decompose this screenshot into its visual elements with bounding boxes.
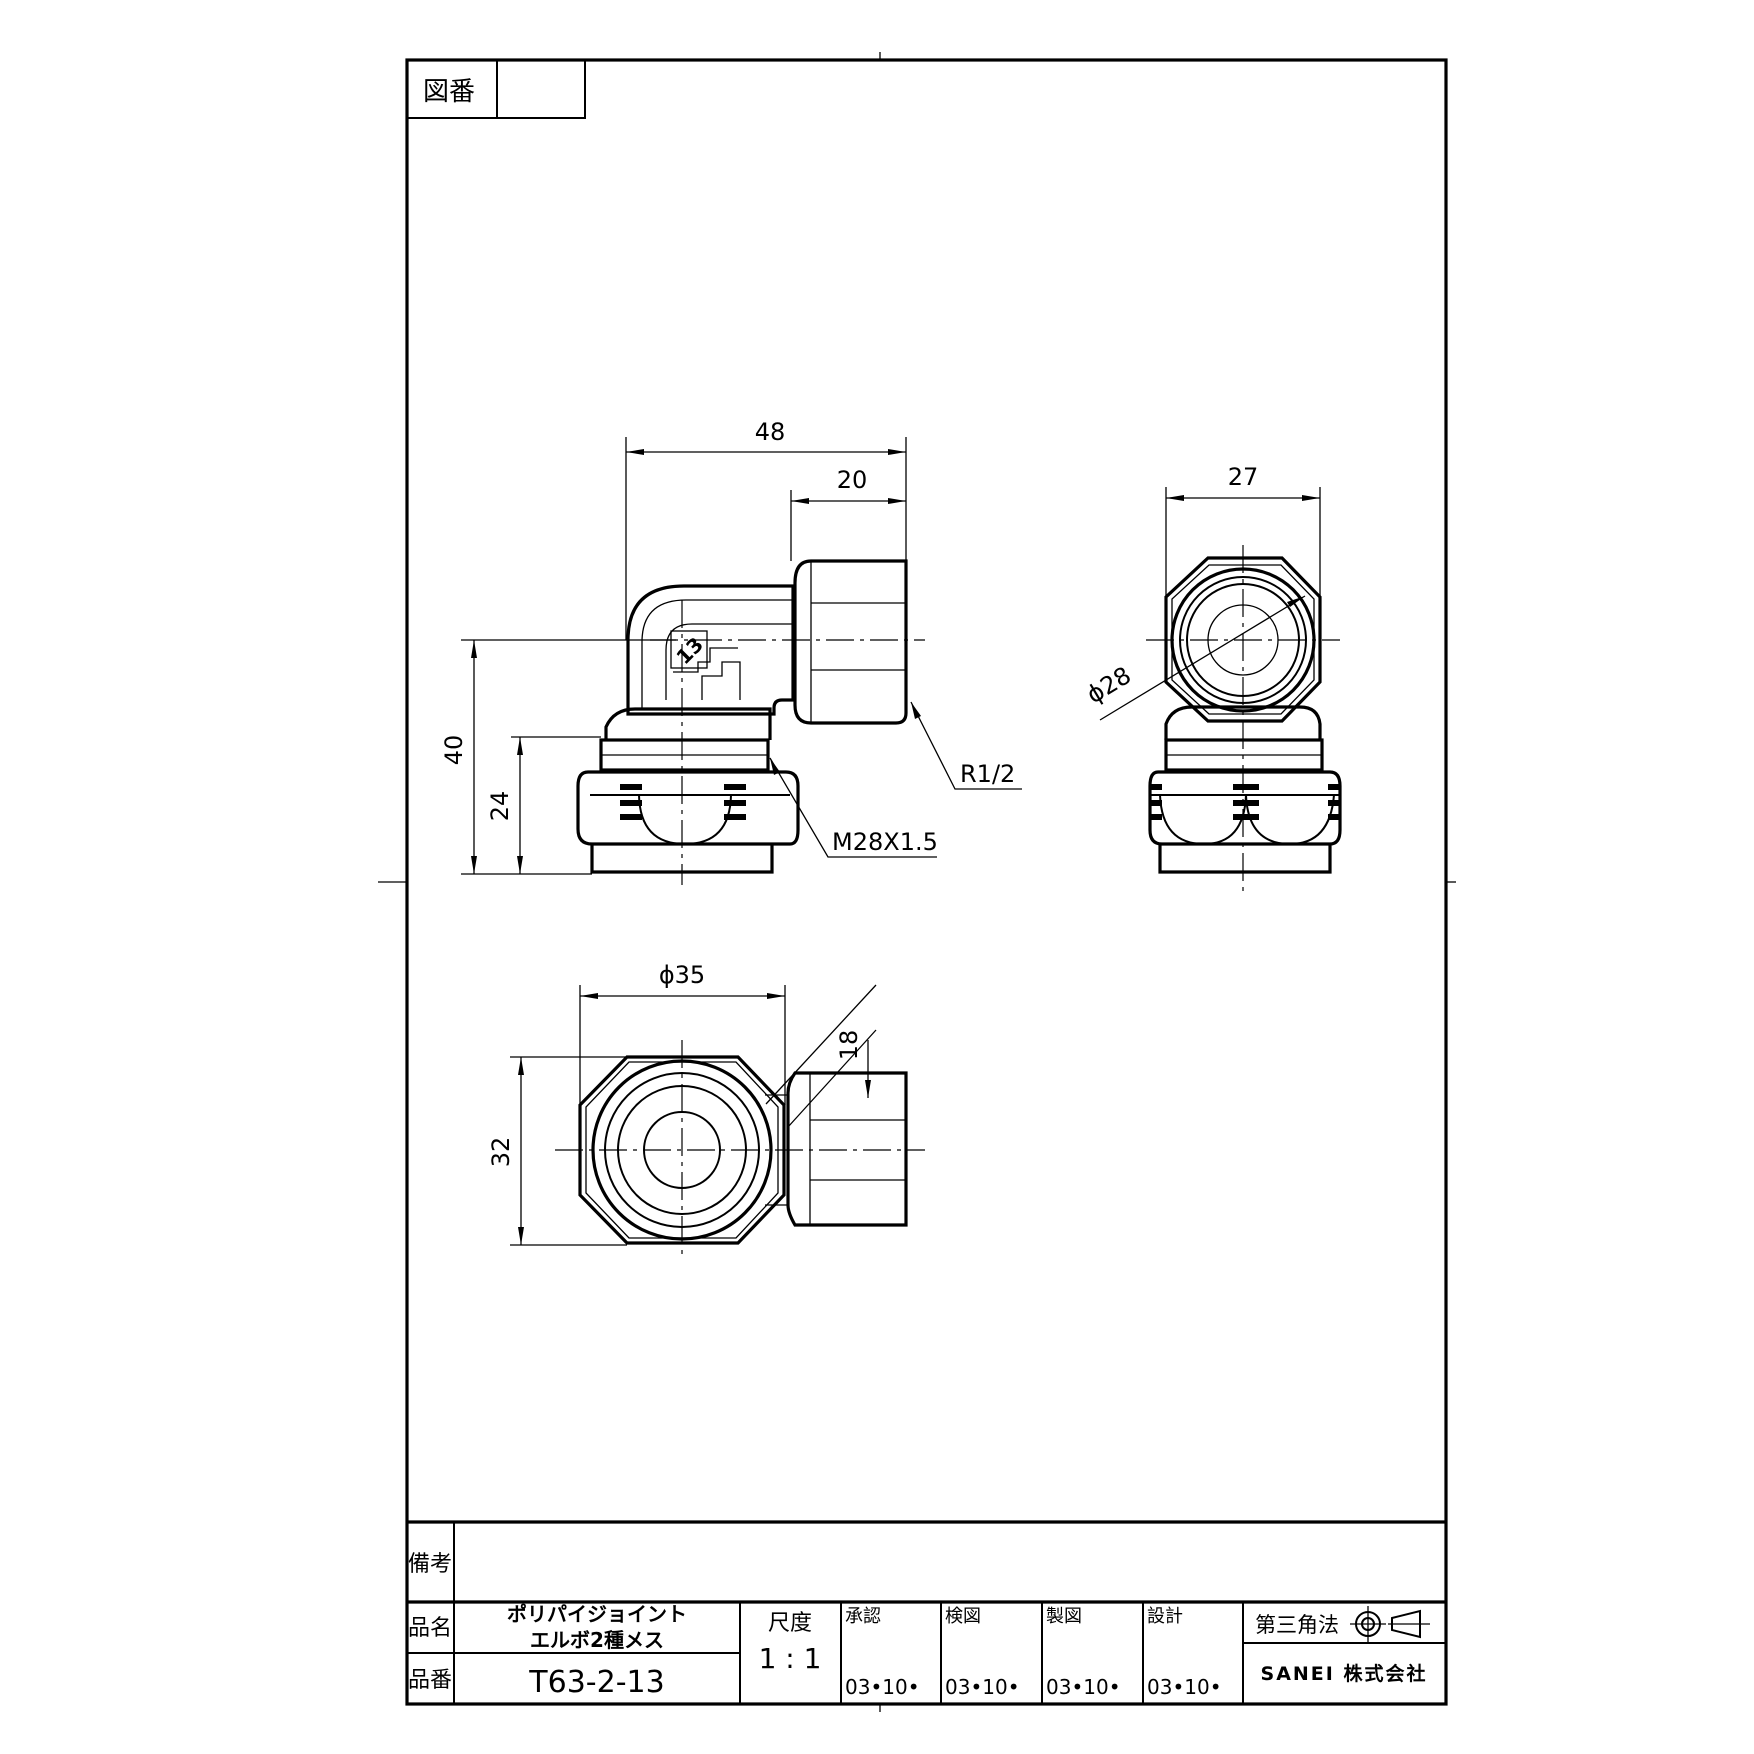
dim-top-height-32: 32 [487, 1137, 515, 1168]
side-hex-outline [1164, 556, 1322, 723]
approval-date-1: 03•10• [845, 1675, 920, 1699]
remarks-label: 備考 [408, 1552, 452, 1577]
title-block: 備考 品名 ポリパイジョイント エルボ2種メス 品番 T63-2-13 尺度 1… [407, 1520, 1446, 1704]
collar [604, 707, 772, 740]
dim-height-40: 40 [440, 735, 468, 766]
dim-side-diameter-28: ϕ28 [1082, 661, 1136, 709]
thread-r-label: R1/2 [960, 760, 1015, 788]
compression-nut [576, 770, 800, 846]
elbow-body-inner [641, 599, 793, 708]
dim-top-diameter-35: ϕ35 [659, 961, 705, 989]
scale-value: 1 : 1 [759, 1642, 822, 1675]
third-angle-projection-icon [1350, 1606, 1430, 1642]
body-mark: 13 [671, 632, 708, 669]
top-side-nut [786, 1071, 908, 1227]
name-label: 品名 [408, 1616, 452, 1641]
approval-date-2: 03•10• [945, 1675, 1020, 1699]
top-view: ϕ35 32 18 [487, 961, 925, 1260]
approval-label-2: 検図 [945, 1606, 981, 1627]
side-collar [1164, 705, 1322, 740]
nut-grip-marks-left [620, 784, 642, 820]
thread-m-label: M28X1.5 [832, 828, 938, 856]
body-mark-box [670, 630, 708, 669]
product-name-line2: エルボ2種メス [530, 1628, 664, 1652]
side-view: 27 ϕ28 [1082, 463, 1342, 893]
part-number: T63-2-13 [528, 1665, 664, 1700]
top-hex-outline [578, 1055, 786, 1245]
sheet-border [405, 58, 1448, 1706]
company-name: SANEI 株式会社 [1261, 1662, 1428, 1685]
approval-label-3: 製図 [1046, 1606, 1082, 1627]
dim-nut-height-24: 24 [486, 791, 514, 822]
drawing-number-box: 図番 [406, 59, 586, 119]
dim-nut-width-20: 20 [837, 466, 868, 494]
nut-grip-marks-right [724, 784, 746, 820]
product-name-line1: ポリパイジョイント [507, 1602, 687, 1626]
scale-label: 尺度 [768, 1611, 812, 1636]
approval-date-3: 03•10• [1046, 1675, 1121, 1699]
approval-label-1: 承認 [845, 1606, 881, 1627]
approval-date-4: 03•10• [1147, 1675, 1222, 1699]
approval-label-4: 設計 [1147, 1606, 1183, 1627]
elbow-body-outline [626, 584, 795, 716]
dim-top-hex-18: 18 [835, 1030, 863, 1061]
front-view: 13 4 [440, 418, 1022, 885]
projection-label: 第三角法 [1255, 1613, 1339, 1637]
part-label: 品番 [408, 1668, 452, 1693]
side-grip-marks [1150, 784, 1340, 820]
female-hex-nut [793, 559, 908, 725]
dim-side-width-27: 27 [1228, 463, 1259, 491]
drawing-number-label: 図番 [423, 77, 475, 107]
dim-width-48: 48 [755, 418, 786, 446]
